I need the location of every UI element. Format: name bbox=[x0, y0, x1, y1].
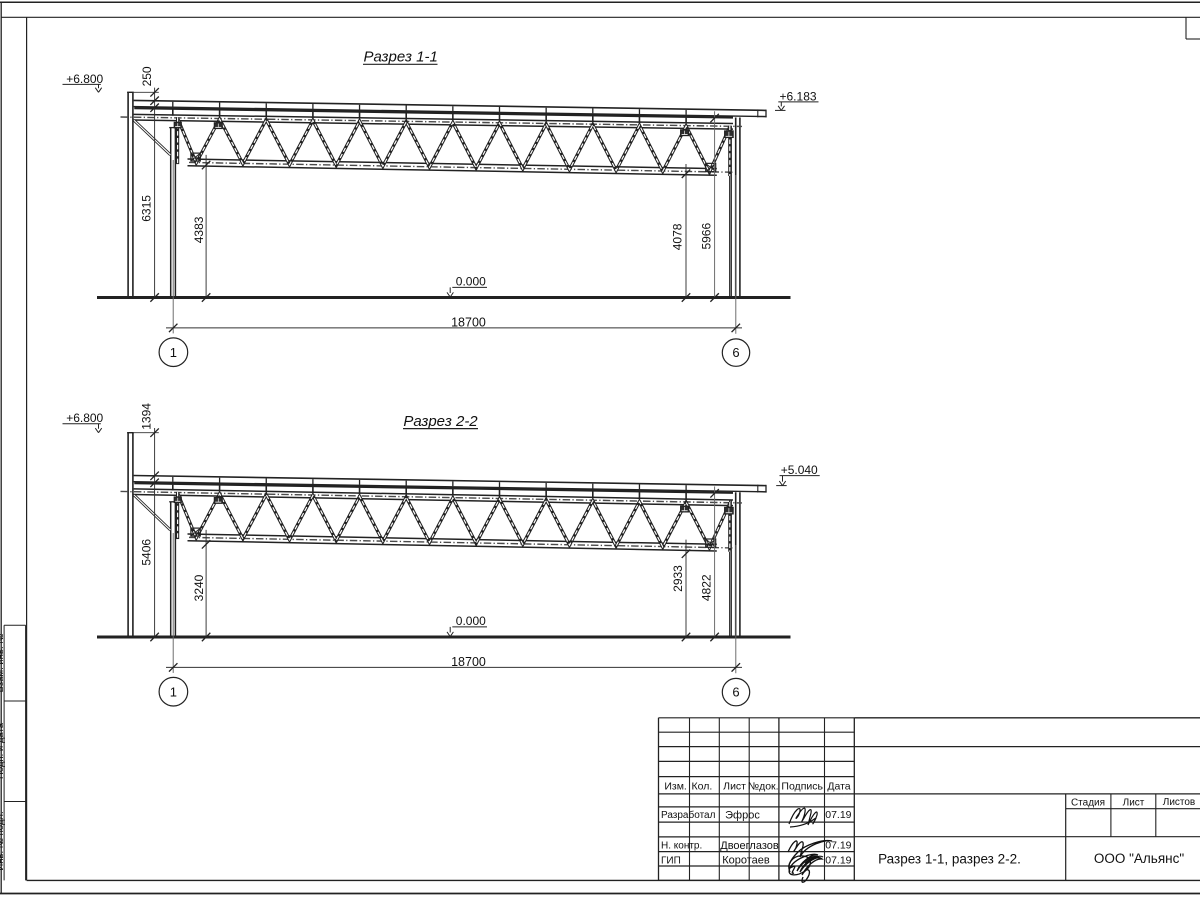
svg-text:ГИП: ГИП bbox=[661, 855, 681, 866]
svg-text:Разрез 2-2: Разрез 2-2 bbox=[403, 413, 478, 430]
svg-text:2933: 2933 bbox=[671, 565, 685, 592]
svg-text:Дата: Дата bbox=[827, 781, 850, 793]
svg-text:4078: 4078 bbox=[670, 223, 684, 250]
svg-text:07.19: 07.19 bbox=[825, 854, 851, 866]
svg-text:+6.800: +6.800 bbox=[66, 72, 103, 86]
svg-text:6315: 6315 bbox=[139, 195, 153, 222]
svg-text:250: 250 bbox=[140, 66, 154, 86]
svg-text:Разрез 1-1: Разрез 1-1 bbox=[364, 49, 438, 66]
svg-text:ООО "Альянс": ООО "Альянс" bbox=[1094, 851, 1184, 866]
svg-text:Лист: Лист bbox=[1123, 798, 1145, 809]
svg-text:5966: 5966 bbox=[700, 223, 714, 250]
svg-text:Изм.: Изм. bbox=[664, 781, 687, 793]
svg-text:Стадия: Стадия bbox=[1071, 797, 1105, 808]
svg-text:0.000: 0.000 bbox=[456, 275, 486, 289]
svg-text:18700: 18700 bbox=[451, 655, 486, 669]
svg-text:Кол.: Кол. bbox=[692, 781, 713, 793]
svg-text:Подпись: Подпись bbox=[781, 781, 823, 793]
svg-text:1394: 1394 bbox=[139, 403, 153, 430]
svg-text:Листов: Листов bbox=[1163, 797, 1196, 808]
svg-text:Н. контр.: Н. контр. bbox=[661, 841, 702, 852]
svg-text:6: 6 bbox=[732, 345, 739, 360]
svg-text:3240: 3240 bbox=[192, 574, 206, 601]
svg-text:Разработал: Разработал bbox=[661, 809, 716, 821]
svg-text:4822: 4822 bbox=[700, 574, 714, 601]
svg-text:1: 1 bbox=[170, 684, 177, 699]
svg-text:6: 6 bbox=[732, 685, 739, 700]
svg-text:Подп. и дата: Подп. и дата bbox=[0, 722, 6, 779]
svg-text:Взам. инв. №: Взам. инв. № bbox=[0, 634, 6, 693]
svg-text:1: 1 bbox=[170, 345, 177, 360]
svg-text:+5.040: +5.040 bbox=[781, 463, 818, 477]
svg-text:07.19: 07.19 bbox=[825, 809, 851, 821]
svg-text:№док.: №док. bbox=[748, 781, 779, 793]
svg-text:0.000: 0.000 bbox=[456, 614, 486, 628]
svg-text:Эфрос: Эфрос bbox=[725, 810, 760, 822]
svg-text:Двоеглазов: Двоеглазов bbox=[720, 840, 779, 852]
svg-text:Лист: Лист bbox=[723, 781, 746, 793]
svg-text:4383: 4383 bbox=[192, 216, 206, 243]
svg-text:18700: 18700 bbox=[451, 316, 486, 330]
svg-text:+6.183: +6.183 bbox=[780, 89, 817, 103]
svg-text:5406: 5406 bbox=[140, 539, 154, 566]
svg-text:+6.800: +6.800 bbox=[66, 411, 103, 425]
svg-text:07.19: 07.19 bbox=[825, 840, 851, 852]
svg-text:Инв. № подл.: Инв. № подл. bbox=[0, 811, 6, 870]
svg-text:Коротаев: Коротаев bbox=[722, 855, 770, 867]
svg-text:Разрез 1-1, разрез 2-2.: Разрез 1-1, разрез 2-2. bbox=[878, 851, 1021, 866]
